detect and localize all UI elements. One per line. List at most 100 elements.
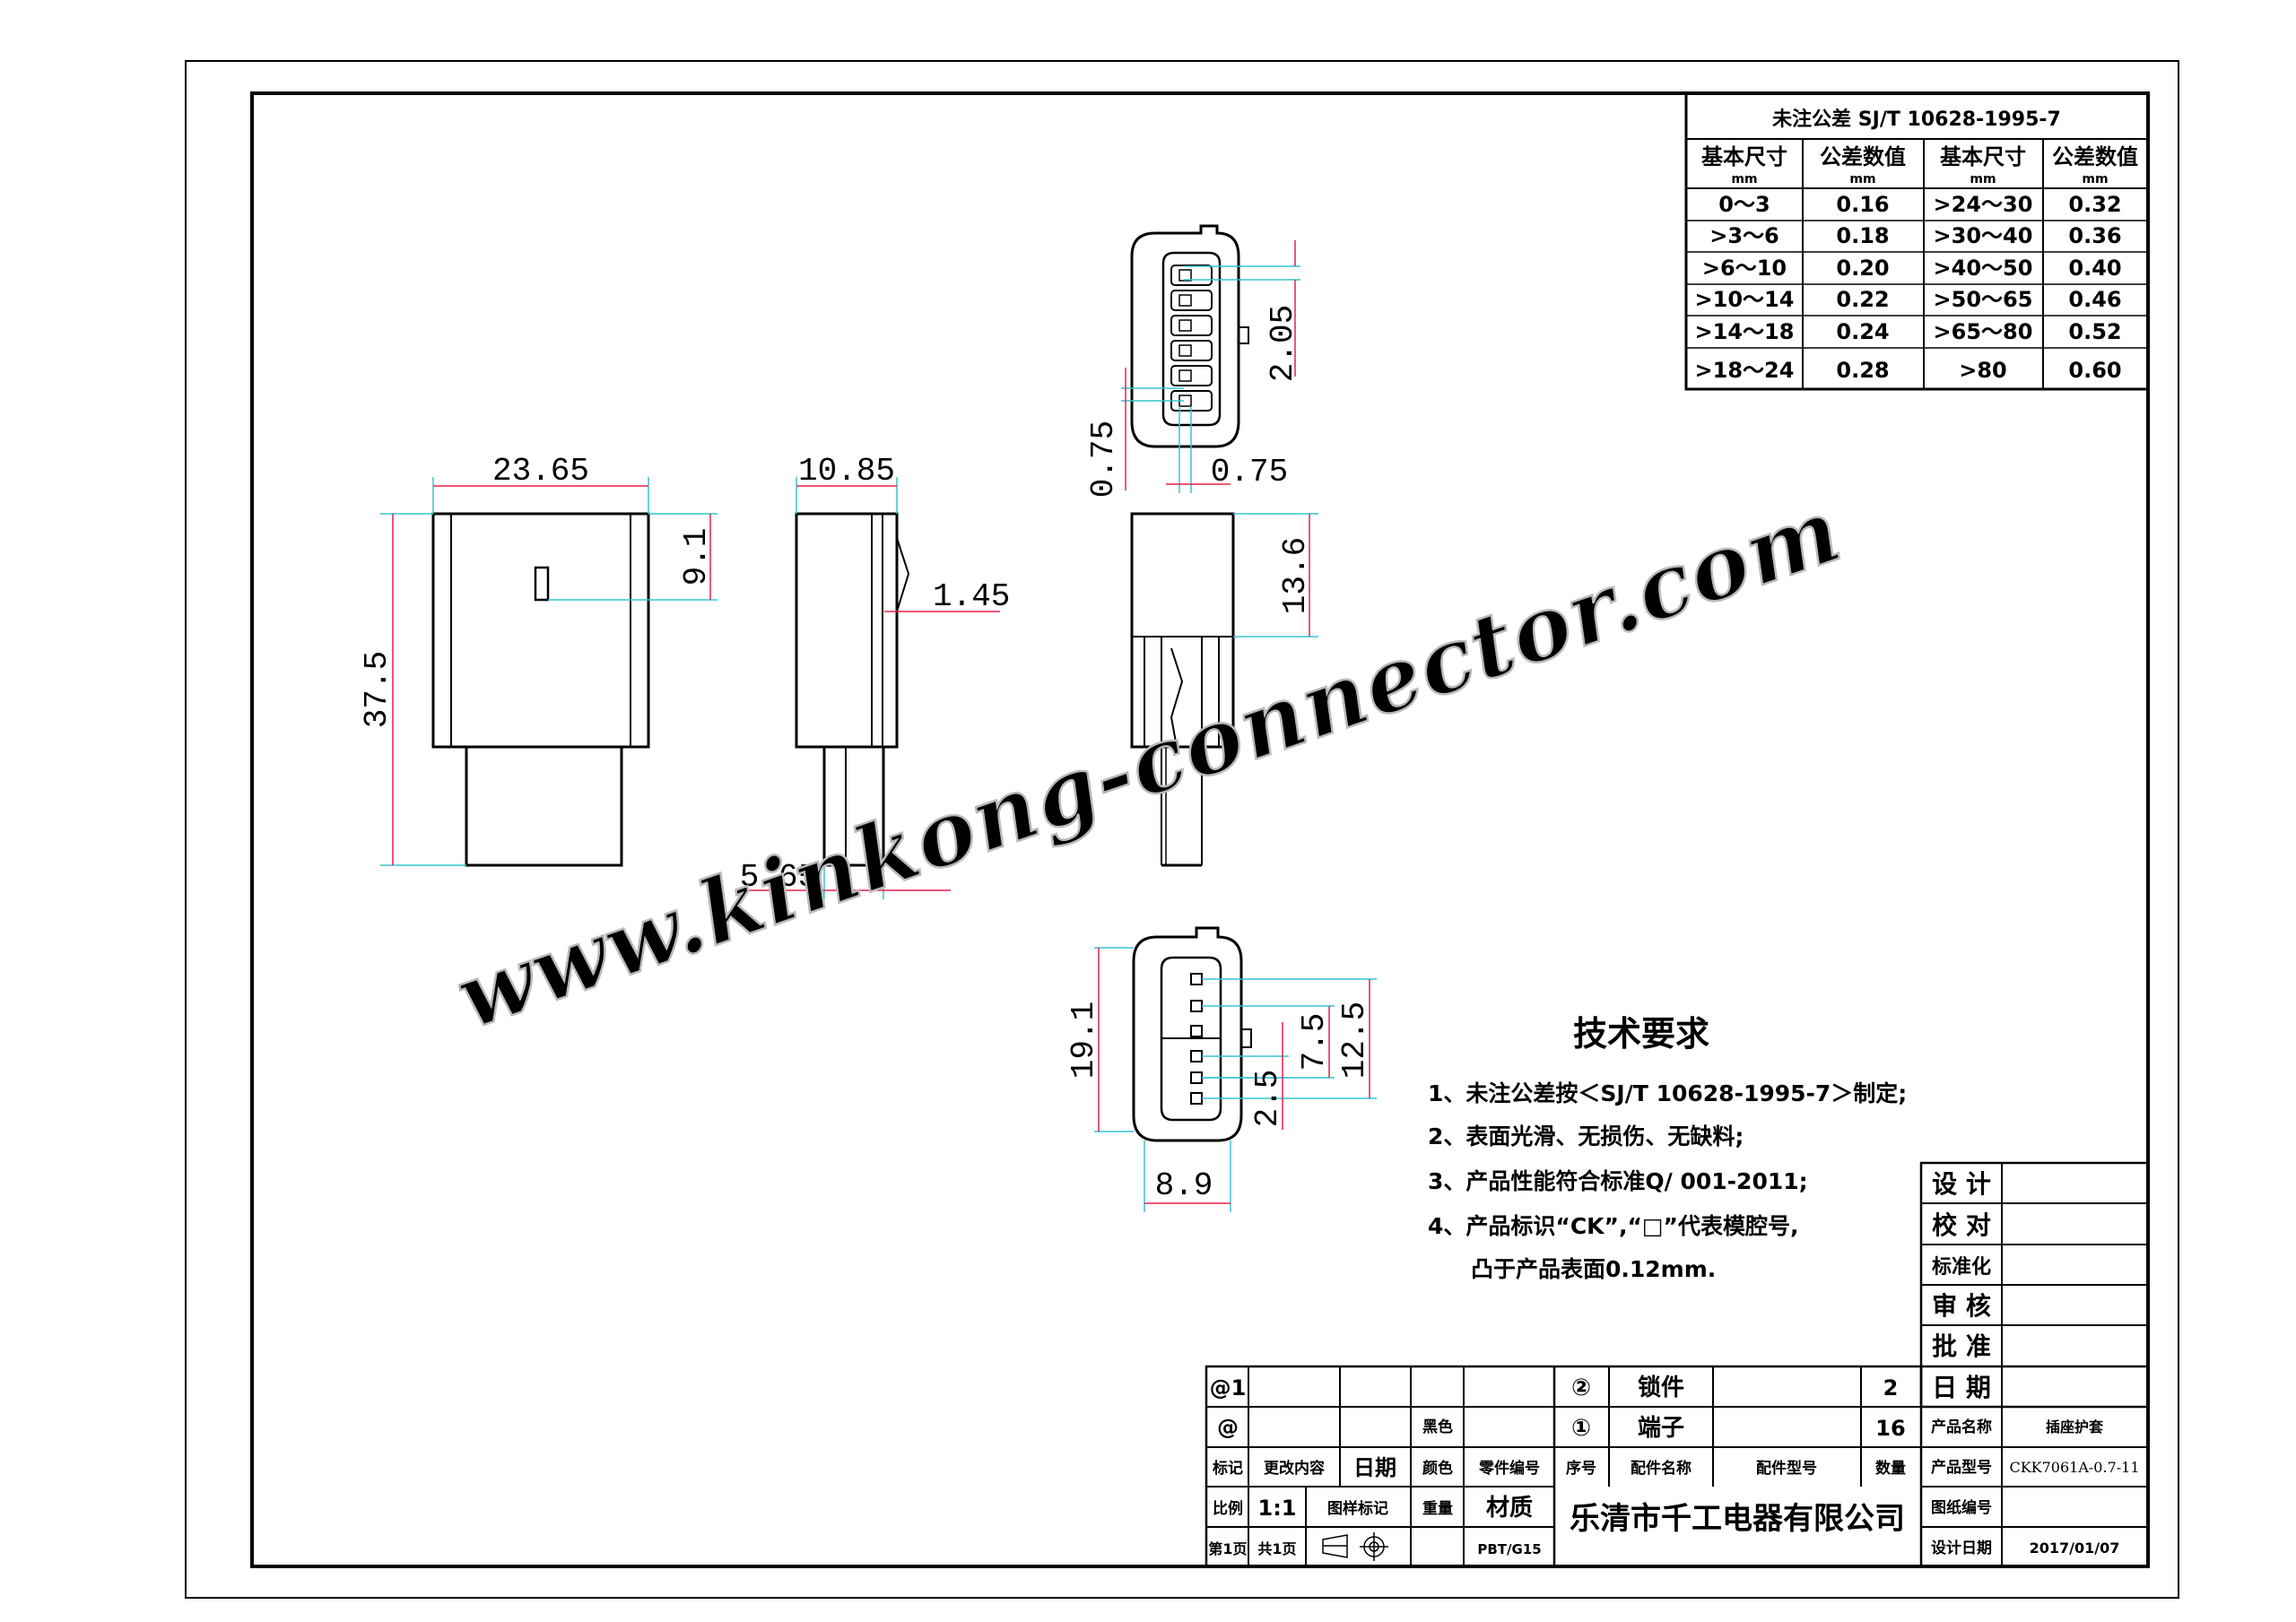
- dim-width-front: 23.65: [492, 453, 589, 490]
- table-cell: 0.32: [2068, 192, 2121, 217]
- cavity: [1170, 340, 1213, 361]
- front-view: [431, 512, 650, 867]
- approval-block: [1919, 1161, 2150, 1409]
- cavity: [1170, 315, 1213, 336]
- table-cell: 0.60: [2068, 358, 2121, 383]
- revision-mark: @: [1217, 1415, 1239, 1440]
- table-cell: 0～3: [1718, 192, 1770, 217]
- dim-latch-height: 1.45: [933, 578, 1010, 615]
- table-cell: 0.46: [2068, 287, 2121, 312]
- terminal-pin: [1178, 344, 1192, 357]
- top-end-view: [1130, 224, 1249, 448]
- table-cell: 0.52: [2068, 319, 2121, 344]
- table-cell: 0.28: [1836, 358, 1889, 383]
- table-cell: >3～6: [1709, 223, 1779, 248]
- table-header: 基本尺寸: [1940, 144, 2026, 169]
- table-rows: 0～3 0.16 >24～30 0.32 >3～6 0.18 >30～40 0.36 >6～10…: [1695, 192, 2122, 383]
- dim-bottom-width: 8.9: [1155, 1167, 1213, 1204]
- top-view-dimensions: [1121, 240, 1300, 493]
- part-number: ②: [1571, 1375, 1591, 1401]
- terminal-pin: [1190, 1071, 1203, 1084]
- table-header: 基本尺寸: [1701, 144, 1787, 169]
- technical-requirements: 技术要求 1、未注公差按＜SJ/T 10628-1995-7＞制定; 2、表面光…: [1428, 1014, 1907, 1282]
- cavity: [1170, 365, 1213, 386]
- header-part-name: 配件名称: [1631, 1459, 1692, 1478]
- product-model-label: 产品型号: [1931, 1458, 1992, 1477]
- table-cell: >14～18: [1695, 319, 1795, 344]
- design-date: 2017/01/07: [2030, 1540, 2120, 1557]
- table-cell: 0.16: [1836, 192, 1889, 217]
- dim-bottom-small: 2.5: [1249, 1070, 1286, 1128]
- side-view: [795, 512, 910, 867]
- table-cell: 0.40: [2068, 256, 2121, 281]
- terminal-pin: [1190, 1092, 1203, 1105]
- title-block: [1205, 1365, 2150, 1568]
- table-cell: 0.24: [1836, 319, 1889, 344]
- section-view: [1130, 512, 1235, 867]
- table-unit: mm: [2082, 172, 2108, 186]
- cavity: [1170, 290, 1213, 311]
- header-change: 更改内容: [1264, 1459, 1325, 1478]
- scale-label: 比例: [1213, 1499, 1243, 1518]
- approval-design: 设 计: [1932, 1169, 1991, 1199]
- header-part-no: 零件编号: [1478, 1459, 1540, 1478]
- table-cell: 0.18: [1836, 223, 1889, 248]
- table-cell: >30～40: [1934, 223, 2033, 248]
- header-qty: 数量: [1875, 1459, 1906, 1478]
- table-header: 公差数值: [1820, 144, 1906, 169]
- table-cell: 0.36: [2068, 223, 2121, 248]
- product-name-label: 产品名称: [1931, 1418, 1992, 1436]
- material-label: 材质: [1486, 1495, 1533, 1522]
- terminal-pin: [1190, 1025, 1203, 1037]
- terminal-pin: [1178, 369, 1192, 382]
- drawing-no-label: 图纸编号: [1931, 1498, 1992, 1517]
- part-name: 锁件: [1638, 1374, 1684, 1401]
- dim-pin-size-h: 0.75: [1211, 454, 1288, 490]
- side-view-dimensions: [735, 477, 1000, 899]
- dim-pin-size-v: 0.75: [1085, 421, 1122, 498]
- dim-side-body-height: 13.6: [1277, 537, 1314, 614]
- table-cell: >50～65: [1934, 287, 2033, 312]
- table-cell: >80: [1959, 358, 2007, 383]
- table-cell: >10～14: [1695, 287, 1795, 312]
- approval-review: 审 核: [1932, 1291, 1991, 1321]
- dim-pin-pitch: 2.05: [1265, 305, 1301, 382]
- table-cell: >65～80: [1934, 319, 2033, 344]
- requirement-item: 4、产品标识“CK”,“□”代表模腔号,: [1428, 1213, 1798, 1239]
- requirement-item: 2、表面光滑、无损伤、无缺料;: [1428, 1123, 1744, 1149]
- terminal-pin: [1178, 319, 1192, 332]
- bottom-end-view: [1132, 926, 1252, 1142]
- projection-symbol-icon: [1322, 1532, 1388, 1561]
- page-total: 共1页: [1257, 1540, 1296, 1557]
- header-mark: 标记: [1213, 1459, 1243, 1478]
- terminal-pin: [1178, 294, 1192, 307]
- part-qty: 2: [1883, 1375, 1899, 1401]
- table-cell: >24～30: [1934, 192, 2033, 217]
- table-cell: >18～24: [1695, 358, 1795, 383]
- requirement-item: 凸于产品表面0.12mm.: [1471, 1256, 1716, 1282]
- requirements-heading: 技术要求: [1573, 1014, 1709, 1054]
- tolerance-table: 未注公差 SJ/T 10628-1995-7 基本尺寸 公差数值 基本尺寸 公差…: [1684, 91, 2150, 391]
- design-date-label: 设计日期: [1931, 1539, 1992, 1557]
- front-view-dimensions: [380, 477, 718, 866]
- header-color: 颜色: [1422, 1459, 1453, 1478]
- header-part-model: 配件型号: [1756, 1459, 1817, 1478]
- terminal-pin: [1190, 1000, 1203, 1012]
- part-number: ①: [1571, 1415, 1591, 1442]
- approval-standard: 标准化: [1932, 1255, 1991, 1279]
- watermark: www.kinkong-connector.com: [444, 479, 1854, 1050]
- table-header: 公差数值: [2052, 144, 2138, 169]
- table-cell: >6～10: [1702, 256, 1787, 281]
- part-name: 端子: [1638, 1415, 1684, 1442]
- table-cell: 0.22: [1836, 287, 1889, 312]
- terminal-pin: [1190, 1050, 1203, 1063]
- terminal-pin: [1190, 973, 1203, 985]
- cavity: [1170, 265, 1213, 286]
- company-name: 乐清市千工电器有限公司: [1570, 1501, 1905, 1537]
- approval-date: 日 期: [1932, 1373, 1991, 1402]
- table-unit: mm: [1731, 172, 1757, 186]
- dim-tail-width: 5.65: [740, 859, 817, 896]
- weight-label: 重量: [1422, 1499, 1453, 1518]
- dim-bottom-inner: 12.5: [1336, 1002, 1373, 1079]
- bottom-view-dimensions: [1094, 947, 1377, 1212]
